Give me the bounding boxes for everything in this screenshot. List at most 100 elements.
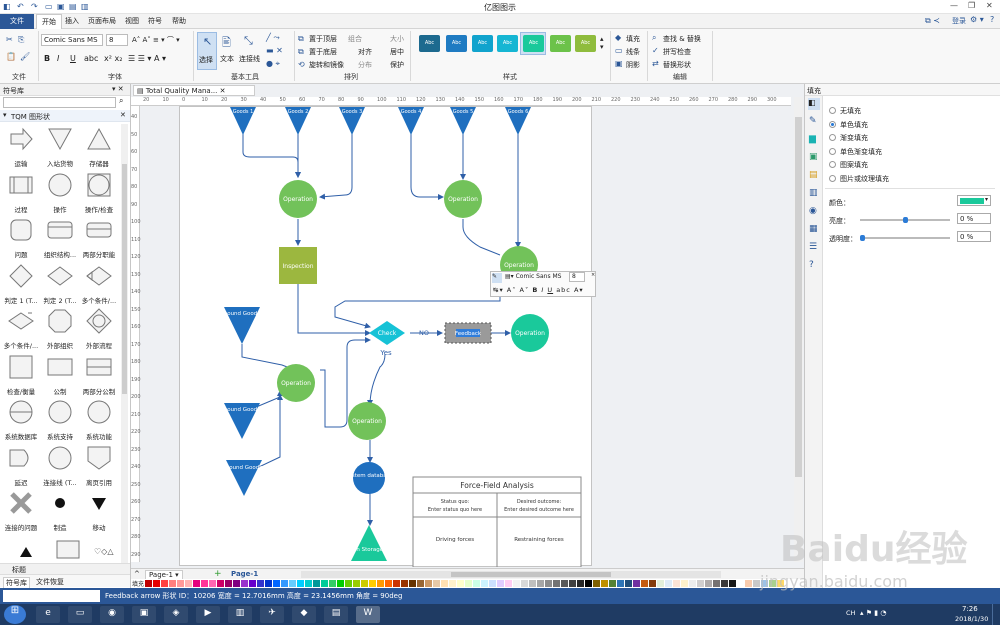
library-shape-5[interactable]: 操作 — [40, 172, 80, 217]
shadow-menu-button[interactable]: 阴影 — [626, 61, 640, 69]
palette-color-swatch[interactable] — [585, 580, 592, 587]
menu-start[interactable]: 开始 — [36, 14, 62, 29]
palette-color-swatch[interactable] — [457, 580, 464, 587]
circle-icon[interactable]: ● ⌖ — [266, 59, 281, 68]
inbound-goods-1-shape[interactable] — [224, 307, 260, 344]
taskbar-explorer-icon[interactable]: ▭ — [68, 606, 92, 623]
palette-color-swatch[interactable] — [625, 580, 632, 587]
palette-color-swatch[interactable] — [777, 580, 784, 587]
redo-icon[interactable]: ↷ — [31, 2, 38, 11]
system-database-shape[interactable] — [353, 462, 385, 494]
minimize-icon[interactable]: — — [950, 1, 958, 10]
size-button[interactable]: 大小 — [390, 35, 404, 43]
select-tool-button[interactable]: ↖ 选择 — [197, 32, 217, 70]
palette-color-swatch[interactable] — [689, 580, 696, 587]
taskbar-terminal-icon[interactable]: ▣ — [132, 606, 156, 623]
palette-color-swatch[interactable] — [473, 580, 480, 587]
distribute-button[interactable]: 分布 — [358, 61, 372, 69]
operation-6-shape[interactable] — [511, 314, 549, 352]
palette-color-swatch[interactable] — [537, 580, 544, 587]
taskbar-computer-icon[interactable]: ▥ — [228, 606, 252, 623]
palette-color-swatch[interactable] — [305, 580, 312, 587]
palette-color-swatch[interactable] — [289, 580, 296, 587]
palette-color-swatch[interactable] — [569, 580, 576, 587]
palette-color-swatch[interactable] — [657, 580, 664, 587]
in-storage-shape[interactable] — [351, 525, 387, 561]
operation-4-shape[interactable] — [277, 364, 315, 402]
palette-color-swatch[interactable] — [705, 580, 712, 587]
palette-color-swatch[interactable] — [545, 580, 552, 587]
taskbar-plane-icon[interactable]: ✈ — [260, 606, 284, 623]
palette-color-swatch[interactable] — [329, 580, 336, 587]
palette-color-swatch[interactable] — [761, 580, 768, 587]
style-swatch-4[interactable]: Abc — [497, 35, 518, 52]
palette-color-swatch[interactable] — [769, 580, 776, 587]
style-swatch-5[interactable]: Abc — [523, 35, 544, 52]
find-replace-button[interactable]: 查找 & 替换 — [663, 35, 701, 43]
library-shape-9[interactable]: 两部分职能 — [79, 217, 119, 262]
library-collapse-icon[interactable]: ▾ — [3, 111, 7, 119]
settings-icon[interactable]: ⚙ ▾ — [970, 15, 984, 24]
library-shape-10[interactable]: 判定 1 (T... — [1, 263, 41, 308]
palette-color-swatch[interactable] — [209, 580, 216, 587]
style-swatch-2[interactable]: Abc — [446, 35, 467, 52]
palette-color-swatch[interactable] — [337, 580, 344, 587]
library-shape-8[interactable]: 组织结构... — [40, 217, 80, 262]
palette-color-swatch[interactable] — [441, 580, 448, 587]
tab-file-recovery[interactable]: 文件恢复 — [36, 578, 64, 586]
start-button[interactable]: ⊞ — [4, 605, 26, 624]
library-shape-24[interactable]: 离页引用 — [79, 445, 119, 490]
mini-size-select[interactable]: 8 — [569, 272, 585, 282]
cut-icon[interactable]: ✂ — [6, 35, 13, 44]
text-tool-button[interactable]: 🖹 文本 — [219, 32, 237, 70]
library-scrollbar[interactable] — [121, 124, 128, 584]
palette-color-swatch[interactable] — [697, 580, 704, 587]
brightness-input[interactable]: 0 % — [957, 213, 991, 224]
spell-check-button[interactable]: 拼写检查 — [663, 48, 691, 56]
library-shape-11[interactable]: 判定 2 (T... — [40, 263, 80, 308]
library-shape-2[interactable]: 入站货物 — [40, 126, 80, 171]
export-icon[interactable]: ▥ — [81, 2, 89, 11]
library-search-input[interactable] — [3, 97, 116, 108]
palette-color-swatch[interactable] — [313, 580, 320, 587]
line-icon[interactable]: ╱ ⤳ — [266, 33, 280, 42]
list-icon[interactable]: ☰ ☰ ▾ A ▾ — [128, 54, 167, 63]
library-shape-27[interactable]: 移动 — [79, 490, 119, 535]
palette-color-swatch[interactable] — [377, 580, 384, 587]
palette-color-swatch[interactable] — [633, 580, 640, 587]
taskbar-maps-icon[interactable]: ◈ — [164, 606, 188, 623]
palette-color-swatch[interactable] — [177, 580, 184, 587]
open-icon[interactable]: ▭ — [45, 2, 53, 11]
palette-color-swatch[interactable] — [417, 580, 424, 587]
palette-color-swatch[interactable] — [505, 580, 512, 587]
palette-color-swatch[interactable] — [593, 580, 600, 587]
align-button[interactable]: 对齐 — [358, 48, 372, 56]
document-tab-close-icon[interactable]: ✕ — [217, 87, 226, 95]
palette-color-swatch[interactable] — [241, 580, 248, 587]
help-icon[interactable]: ? — [990, 15, 995, 24]
library-shape-15[interactable]: 外部流程 — [79, 308, 119, 353]
tab-page-1[interactable]: Page-1 — [231, 570, 259, 578]
comment-tab-icon[interactable]: ☰ — [809, 242, 818, 252]
taskbar-monitor-icon[interactable]: ▤ — [324, 606, 348, 623]
operation-2-shape[interactable] — [444, 180, 482, 218]
panel-pin-icon[interactable]: ▾ ✕ — [112, 85, 124, 93]
library-shape-21[interactable]: 系统功能 — [79, 399, 119, 444]
fill-tab-icon[interactable]: ◧ — [808, 98, 820, 110]
library-shape-14[interactable]: 外部组织 — [40, 308, 80, 353]
group-button[interactable]: 组合 — [348, 35, 362, 43]
library-shape-18[interactable]: 两部分公制 — [79, 354, 119, 399]
goods-2-shape[interactable] — [285, 107, 311, 135]
tray-icons[interactable]: ▴ ⚑ ▮ ◔ — [860, 609, 887, 617]
library-shape-26[interactable]: 制造 — [40, 490, 80, 535]
palette-color-swatch[interactable] — [249, 580, 256, 587]
palette-color-swatch[interactable] — [481, 580, 488, 587]
fill-option-4[interactable]: 单色渐变填充 — [829, 147, 882, 157]
library-shape-22[interactable]: 延迟 — [1, 445, 41, 490]
goods-6-shape[interactable] — [505, 107, 531, 135]
library-shape-4[interactable]: 过程 — [1, 172, 41, 217]
taskbar-word-icon[interactable]: W — [356, 606, 380, 623]
library-close-icon[interactable]: ✕ — [120, 111, 126, 119]
palette-color-swatch[interactable] — [185, 580, 192, 587]
goods-4-shape[interactable] — [398, 107, 424, 135]
